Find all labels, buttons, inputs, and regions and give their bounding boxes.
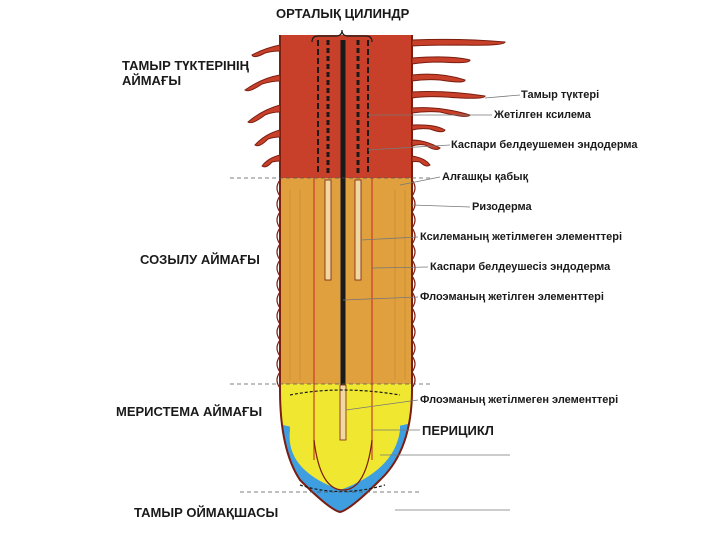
label-immature-xylem: Ксилеманың жетілмеген элементтері	[420, 231, 623, 243]
rhizodermis-outline	[279, 35, 413, 514]
elongation-zone-fill	[280, 178, 412, 384]
zone-boundaries	[230, 177, 430, 493]
elongation-zone-label: СОЗЫЛУ АЙМАҒЫ	[140, 252, 260, 267]
top-brace	[311, 29, 373, 43]
immature-xylem-right	[354, 179, 362, 281]
root-hair-zone-label-line2: АЙМАҒЫ	[122, 73, 182, 88]
label-pericycle: ПЕРИЦИКЛ	[422, 423, 494, 438]
meristem-arc	[289, 389, 401, 396]
leader-lines	[342, 94, 521, 511]
label-immature-phloem: Флоэманың жетілмеген элементтері	[420, 394, 619, 406]
immature-phloem	[339, 384, 347, 441]
hair-zone-fill	[280, 35, 412, 178]
root-hair-zone-label-line1: ТАМЫР ТҮКТЕРІНІҢ	[122, 58, 250, 73]
label-rhizodermis: Ризодерма	[472, 201, 532, 213]
label-primary-cortex: Алғашқы қабық	[442, 171, 529, 183]
central-cylinder	[289, 29, 401, 493]
label-mature-xylem: Жетілген ксилема	[494, 109, 591, 121]
meristem-zone-label: МЕРИСТЕМА АЙМАҒЫ	[116, 404, 263, 419]
root-hairs	[244, 38, 506, 168]
label-mature-phloem: Флоэманың жетілген элементтері	[420, 291, 604, 303]
label-root-hairs: Тамыр түктері	[521, 89, 600, 101]
immature-xylem-left	[324, 179, 332, 281]
pericycle-arc	[313, 439, 373, 491]
central-cylinder-label: ОРТАЛЫҚ ЦИЛИНДР	[276, 6, 410, 21]
label-endodermis-casparian: Каспари белдеушемен эндодерма	[451, 139, 638, 151]
root-cap-label: ТАМЫР ОЙМАҚШАСЫ	[134, 505, 279, 520]
cap-boundary	[299, 484, 386, 493]
cell-bumps-right	[411, 179, 416, 389]
cell-bumps-left	[276, 179, 281, 389]
label-endodermis-no-casparian: Каспари белдеушесіз эндодерма	[430, 261, 611, 273]
